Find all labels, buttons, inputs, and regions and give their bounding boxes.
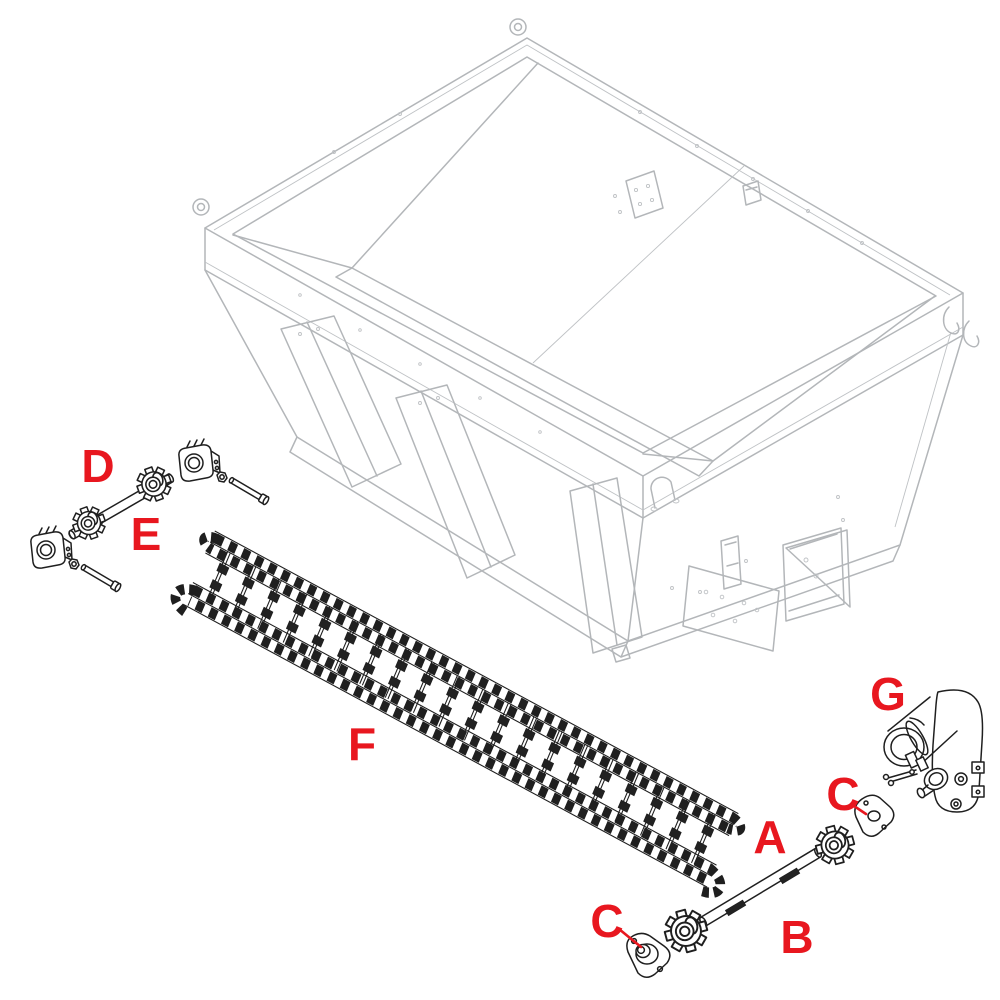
shaft-key <box>724 899 747 917</box>
conveyor-drag-chain <box>170 530 746 898</box>
callout-d: D <box>81 440 114 492</box>
callout-c-lower: C <box>590 895 623 947</box>
shaft-key <box>778 867 801 885</box>
callout-a: A <box>753 811 786 863</box>
callout-leader-c-upper <box>849 802 868 816</box>
spreader-hopper-art <box>192 18 980 663</box>
callout-leader-c-lower <box>617 927 643 949</box>
idler-shaft-assembly <box>67 461 177 545</box>
callout-c-upper: C <box>826 768 859 820</box>
callout-g: G <box>870 668 906 720</box>
gearbox-motor <box>882 689 985 813</box>
bearing-hardware-kit-upper <box>178 438 271 507</box>
callout-f: F <box>348 718 376 770</box>
drive-shaft-assembly <box>659 820 860 958</box>
flange-bearing-upper <box>854 794 895 837</box>
drive-sprocket-right <box>810 820 860 870</box>
callout-b: B <box>780 911 813 963</box>
callout-e: E <box>131 508 162 560</box>
